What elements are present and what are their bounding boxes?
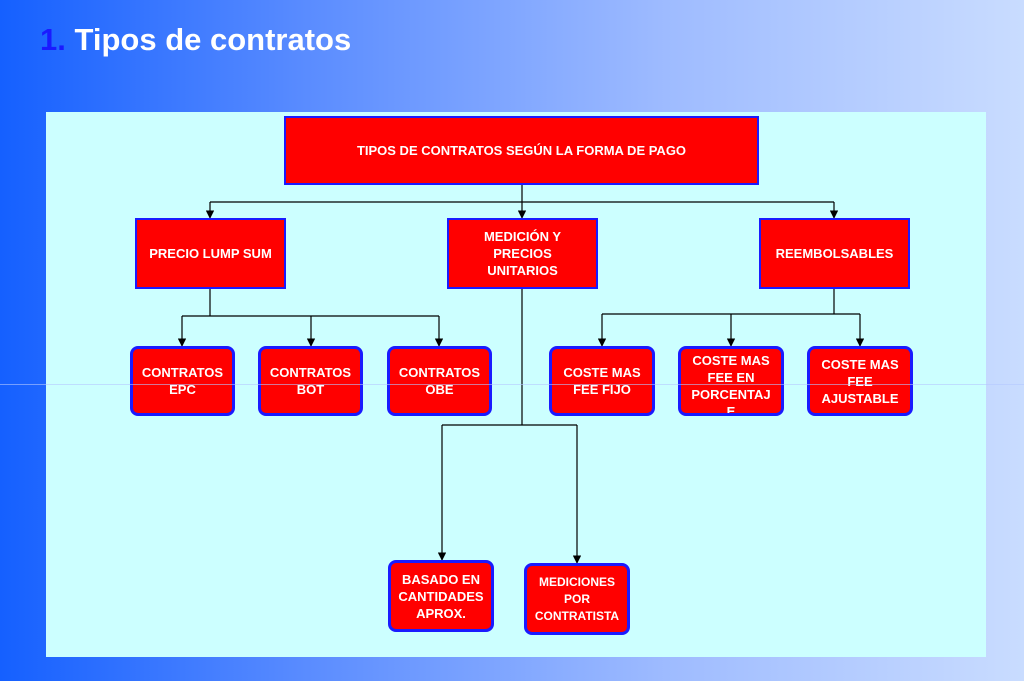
- node-medicion-precios-unitarios: MEDICIÓN Y PRECIOS UNITARIOS: [447, 218, 598, 289]
- connector-lines: [177, 185, 865, 564]
- title-text: Tipos de contratos: [74, 22, 352, 57]
- node-contratos-obe: CONTRATOS OBE: [387, 346, 492, 416]
- node-reembolsables: REEMBOLSABLES: [759, 218, 910, 289]
- node-contratos-epc: CONTRATOS EPC: [130, 346, 235, 416]
- slide-divider: [0, 384, 1024, 385]
- node-contratos-bot: CONTRATOS BOT: [258, 346, 363, 416]
- node-coste-fee-porcentaje: COSTE MAS FEE EN PORCENTAJ E: [678, 346, 784, 416]
- node-coste-fee-ajustable: COSTE MAS FEE AJUSTABLE: [807, 346, 913, 416]
- title-number: 1.: [40, 22, 66, 57]
- slide-title: 1. Tipos de contratos: [40, 22, 351, 58]
- node-coste-fee-fijo: COSTE MAS FEE FIJO: [549, 346, 655, 416]
- node-mediciones-contratista: MEDICIONES POR CONTRATISTA: [524, 563, 630, 635]
- node-root: TIPOS DE CONTRATOS SEGÚN LA FORMA DE PAG…: [284, 116, 759, 185]
- node-precio-lump-sum: PRECIO LUMP SUM: [135, 218, 286, 289]
- node-basado-cantidades: BASADO EN CANTIDADES APROX.: [388, 560, 494, 632]
